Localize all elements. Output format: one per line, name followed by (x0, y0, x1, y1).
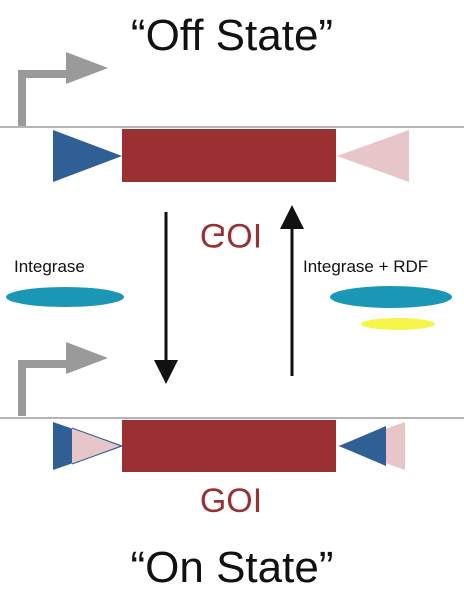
on-promoter-arrowhead-icon (66, 342, 108, 374)
forward-reaction: Integrase (6, 212, 178, 384)
on-attr-site (337, 422, 405, 470)
on-state-title: “On State” (131, 543, 334, 592)
on-state-construct: GOI (0, 342, 464, 520)
off-attp-site (337, 130, 409, 182)
rdf-icon (361, 318, 435, 330)
integrase-icon (6, 287, 124, 307)
off-promoter-arrowhead-icon (66, 52, 108, 84)
off-gene-block (122, 129, 336, 182)
off-gene-label: GOI (200, 216, 262, 254)
on-promoter-arrow-icon (18, 360, 70, 416)
off-attb-site (53, 130, 122, 182)
integrase-label: Integrase (14, 257, 85, 276)
off-state-title: “Off State” (131, 11, 333, 60)
on-attl-site (53, 422, 123, 470)
on-gene-block (122, 420, 336, 472)
reverse-reaction: Integrase + RDF (280, 205, 452, 376)
off-promoter-arrow-icon (18, 70, 70, 126)
off-state-construct: GOI (0, 52, 464, 254)
integrase-rdf-integrase-icon (330, 286, 452, 308)
integrase-rdf-label: Integrase + RDF (303, 257, 428, 276)
on-gene-label: GOI (200, 482, 262, 520)
